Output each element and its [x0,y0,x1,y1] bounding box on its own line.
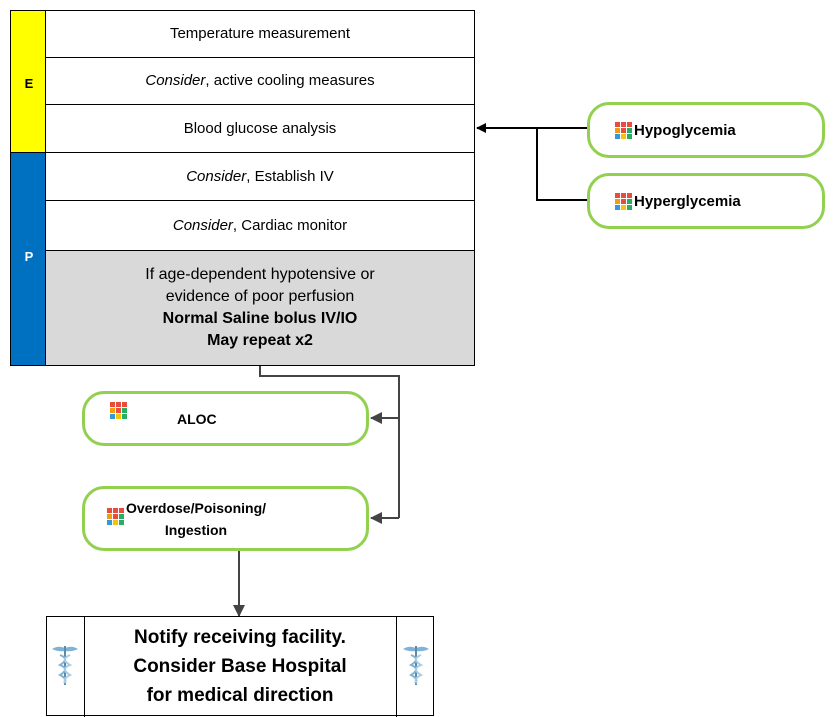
row-glucose: Blood glucose analysis [45,104,475,153]
aloc-pill[interactable]: ALOC [82,391,369,446]
section-p-bar: P [10,152,46,366]
row-iv-label: , Establish IV [246,167,334,185]
protocol-grid-icon [615,121,632,139]
row-hypotensive: If age-dependent hypotensive or evidence… [45,250,475,366]
repeat-instruction: May repeat x2 [207,332,313,349]
row-cardiac-label: , Cardiac monitor [232,216,348,234]
section-p-letter: P [24,249,34,264]
caduceus-icon [403,646,429,685]
row-glucose-label: Blood glucose analysis [183,119,337,137]
protocol-grid-icon [110,402,127,419]
caduceus-icon [52,646,78,685]
overdose-label-line2: Ingestion [164,521,228,538]
row-cooling-consider: Consider [145,72,206,89]
row-iv: Consider, Establish IV [45,152,475,201]
arrow-hyperglycemia [536,128,598,205]
row-iv-consider: Consider [186,167,247,185]
row-cooling-label: , active cooling measures [205,72,375,89]
hypoglycemia-label: Hypoglycemia [634,121,736,139]
hypoglycemia-pill[interactable]: Hypoglycemia [587,102,825,158]
hyperglycemia-label: Hyperglycemia [634,192,741,210]
notify-line3: for medical direction [146,685,334,706]
hypotensive-line2: evidence of poor perfusion [165,288,355,305]
section-e-letter: E [24,76,34,91]
notify-line1: Notify receiving facility. [134,627,346,648]
row-cardiac-consider: Consider [172,216,233,234]
notify-left-divider [84,617,85,717]
protocol-grid-icon [615,192,632,210]
row-cooling: Consider, active cooling measures [45,57,475,105]
protocol-grid-icon [107,508,124,525]
row-cardiac: Consider, Cardiac monitor [45,200,475,251]
bolus-instruction: Normal Saline bolus IV/IO [162,310,358,327]
notify-text: Notify receiving facility. Consider Base… [95,623,385,710]
hypotensive-line1: If age-dependent hypotensive or [145,266,375,283]
section-e-bar: E [10,10,46,153]
notify-line2: Consider Base Hospital [133,656,347,677]
row-temperature-label: Temperature measurement [169,25,351,42]
hyperglycemia-pill[interactable]: Hyperglycemia [587,173,825,229]
aloc-label: ALOC [177,410,217,427]
overdose-pill[interactable]: Overdose/Poisoning/ Ingestion [82,486,369,551]
notify-right-divider [396,617,397,717]
row-temperature: Temperature measurement [45,10,475,58]
overdose-label-line1: Overdose/Poisoning/ [126,499,267,516]
notify-box: Notify receiving facility. Consider Base… [46,616,434,717]
connector-table-right [259,366,400,518]
